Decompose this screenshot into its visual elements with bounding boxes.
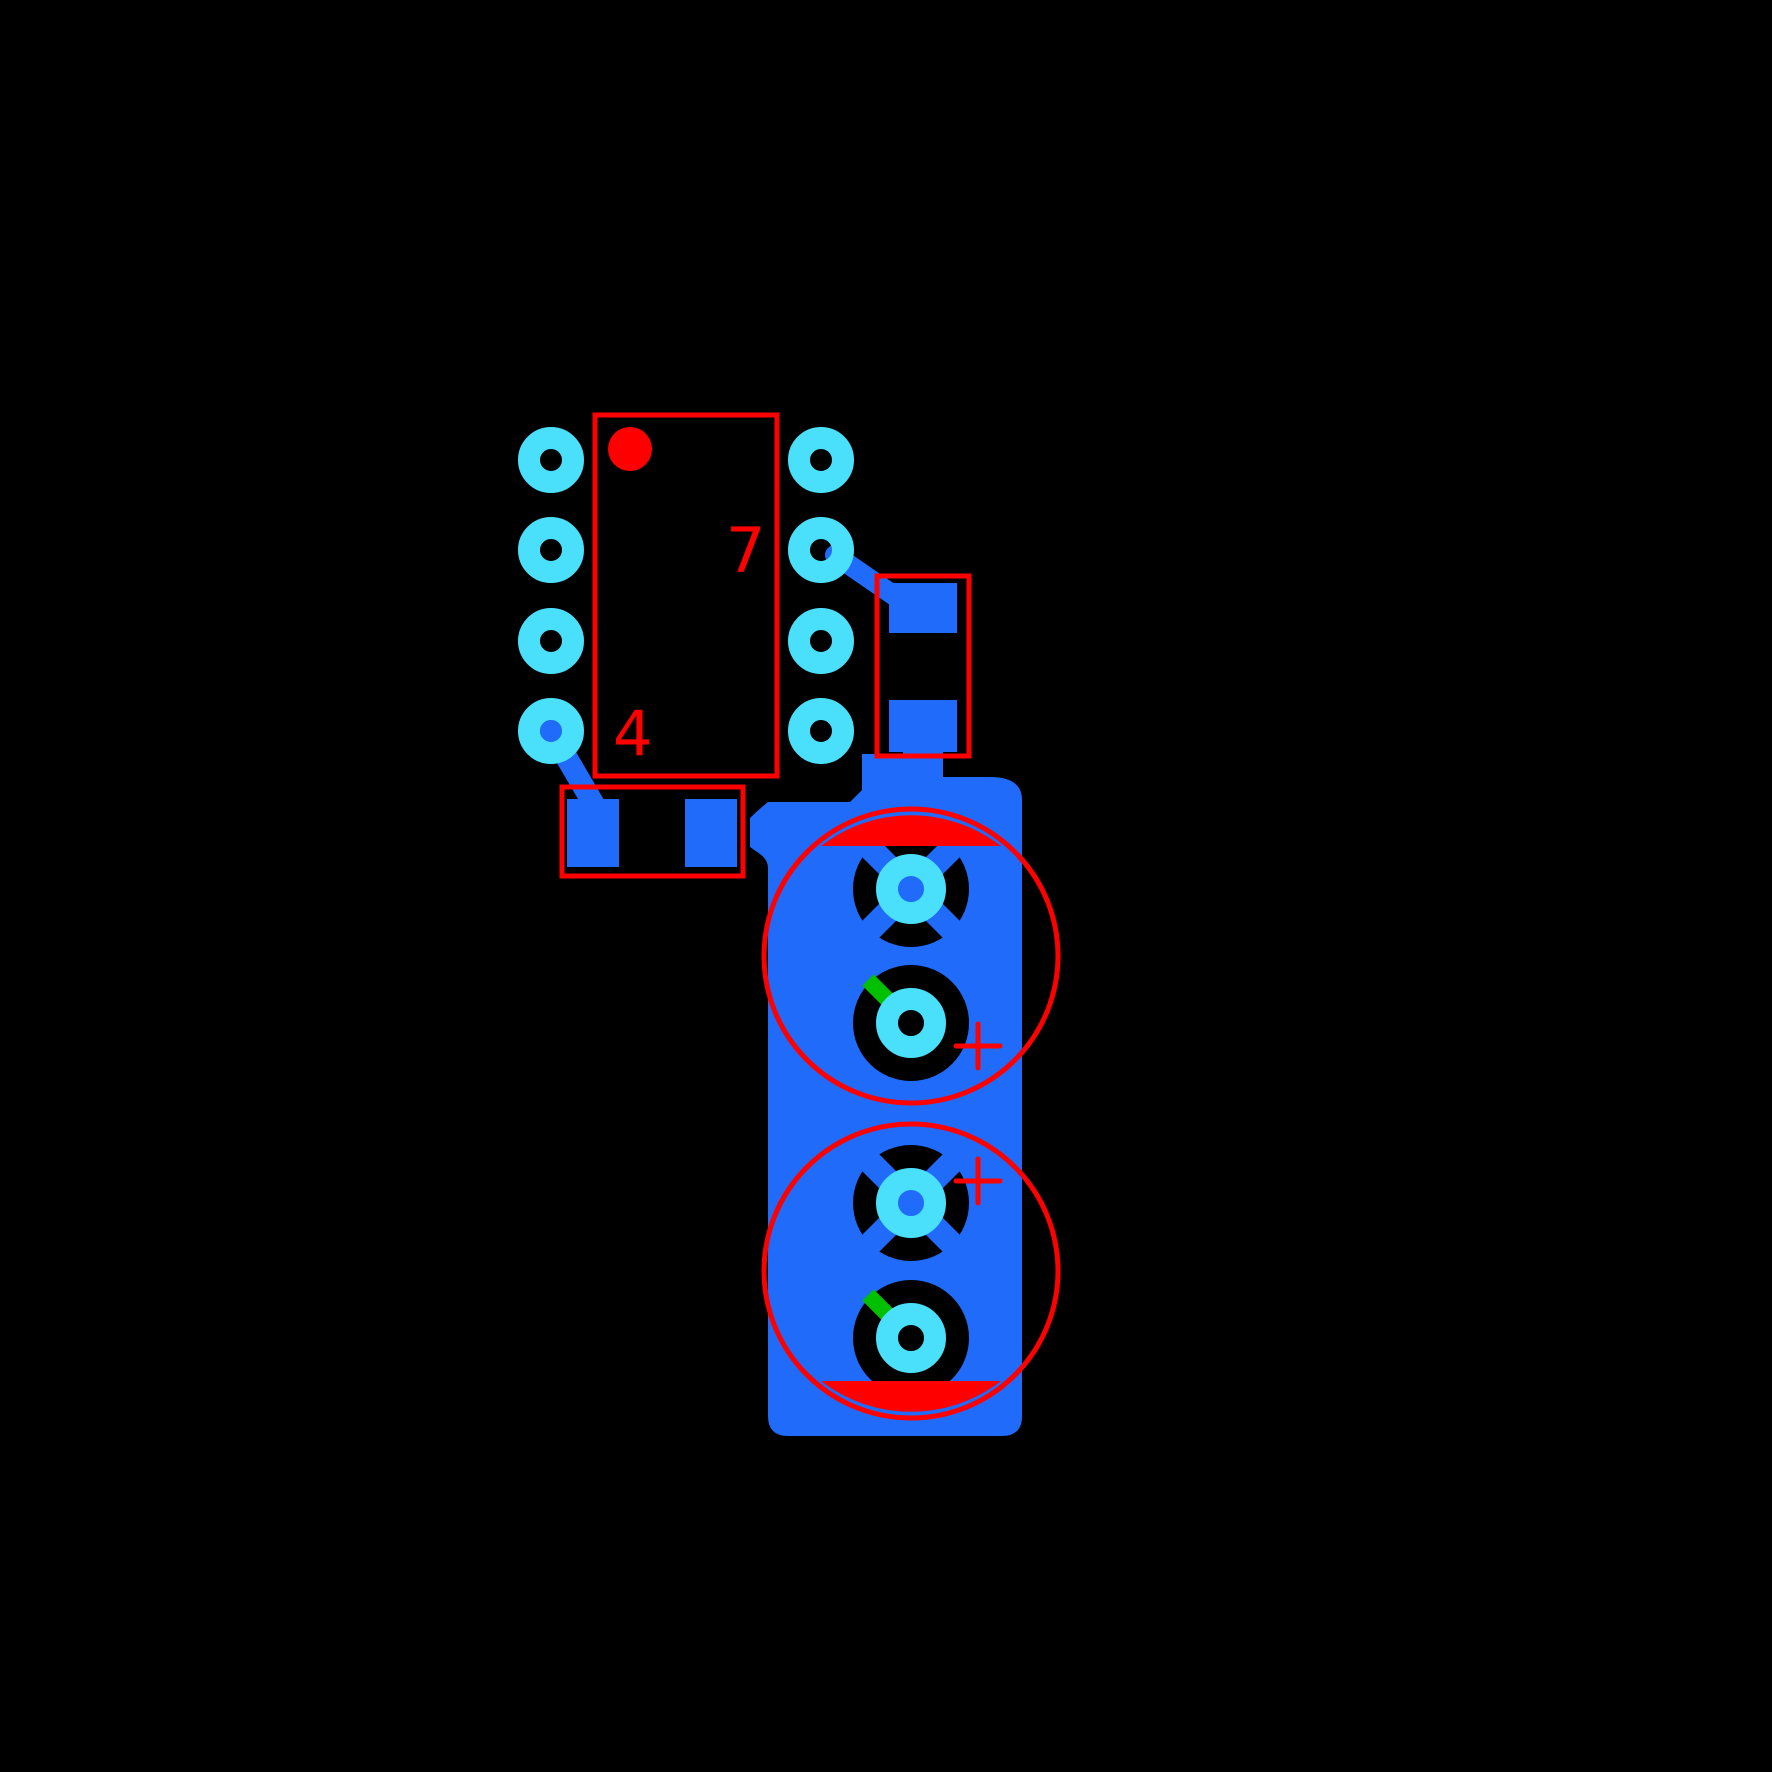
- ic-pin-6-pad: [788, 608, 854, 674]
- capacitor-c1-plus-shape: [953, 1021, 1003, 1071]
- ic-pin-8-pad: [788, 427, 854, 493]
- through-hole-pads: [518, 427, 946, 1373]
- ic-pin-5-pad: [788, 698, 854, 764]
- capacitor-c1-negative-pad: [876, 854, 946, 924]
- ic-pin-3-pad: [518, 608, 584, 674]
- ic-outline: [592, 412, 780, 779]
- smd-pad-r1-bottom: [889, 700, 957, 752]
- resistor-r1-outline: [874, 573, 972, 759]
- ic-pin-7-pad: [788, 517, 854, 583]
- ic-pin-2-pad: [518, 517, 584, 583]
- ic-pin-1-pad: [518, 427, 584, 493]
- smd-pad-r2-right: [685, 799, 737, 867]
- capacitor-c1-positive-pad: [876, 988, 946, 1058]
- thermal-relief-layer: [850, 828, 972, 1396]
- smd-pad-r1-top: [889, 583, 957, 633]
- capacitor-c2-positive-pad: [876, 1168, 946, 1238]
- resistor-r2-outline: [559, 784, 746, 879]
- capacitor-c2-plus-shape: [953, 1156, 1003, 1206]
- capacitor-c2-negative-pad: [876, 1303, 946, 1373]
- ic-pin-4-pad: [518, 698, 584, 764]
- silkscreen-layer: [559, 412, 1061, 1421]
- thermal-spoke: [850, 828, 972, 950]
- ic-pin-4-label: 4: [613, 697, 652, 770]
- capacitor-c1-polarity-label: +: [974, 1038, 982, 1049]
- capacitor-c1-outline: [761, 806, 1061, 1106]
- smd-pad-r2-left: [567, 799, 619, 867]
- ic-pin-7-label: 7: [726, 514, 765, 587]
- capacitor-c2-cathode-band: [821, 1381, 1001, 1412]
- capacitor-c2-outline: [761, 1121, 1061, 1421]
- thermal-spoke: [850, 1142, 972, 1264]
- capacitor-c2-polarity-label: +: [974, 1173, 982, 1184]
- pin1-indicator-dot: [608, 427, 652, 471]
- capacitor-c1-cathode-band: [821, 815, 1001, 846]
